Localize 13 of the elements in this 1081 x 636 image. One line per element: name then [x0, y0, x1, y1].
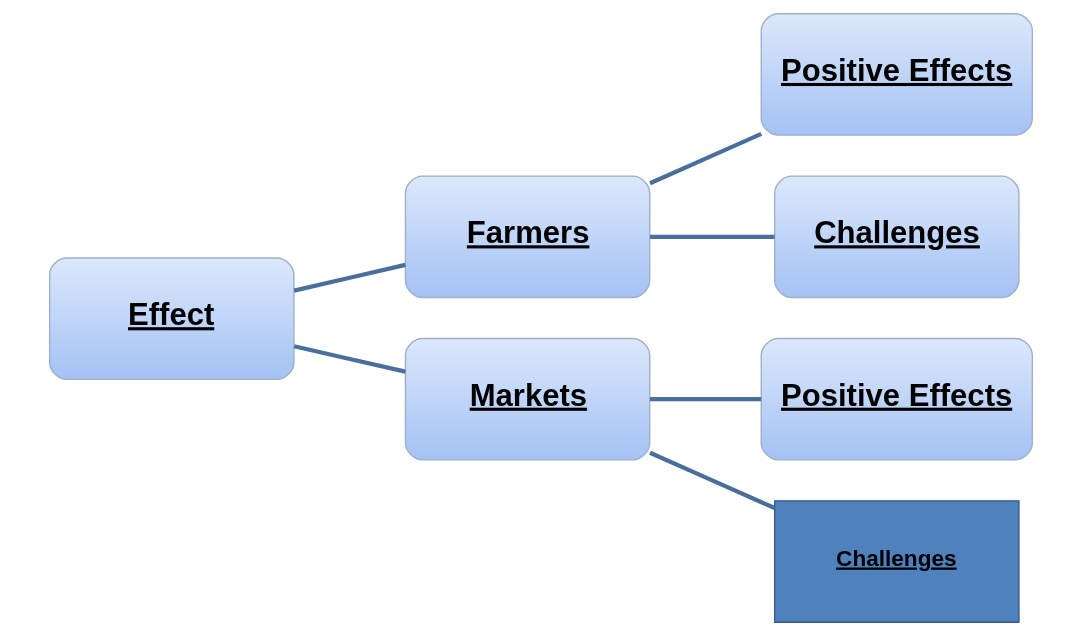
connector [648, 131, 762, 186]
node-box: Positive Effects [760, 13, 1033, 136]
connector [649, 397, 761, 402]
connector [293, 344, 406, 374]
node-box: Challenges [773, 175, 1020, 299]
node-box: Challenges [773, 500, 1020, 623]
node-box: Effect [48, 257, 295, 381]
connector [293, 262, 406, 293]
node-box: Markets [404, 337, 650, 461]
node-box: Farmers [404, 175, 650, 299]
node-box: Positive Effects [760, 337, 1033, 461]
connector [648, 450, 775, 510]
connector [649, 234, 775, 239]
